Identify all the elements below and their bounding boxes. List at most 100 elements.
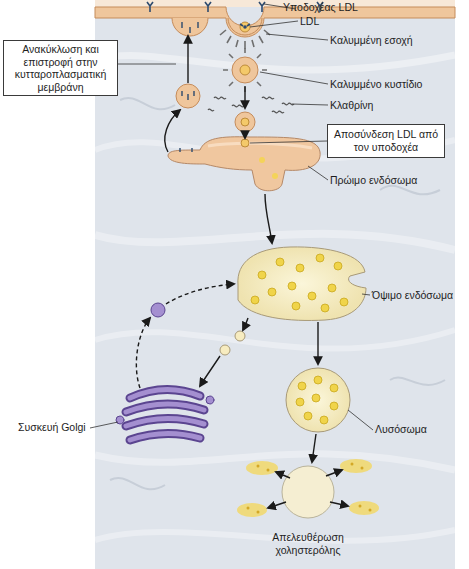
coated-vesicle <box>232 57 258 83</box>
pathway-arrow <box>326 470 342 476</box>
recycling-vesicle <box>182 22 198 33</box>
coated-pit <box>220 22 270 49</box>
transport-vesicle <box>235 331 245 341</box>
early-endosome <box>180 148 192 152</box>
cholesterol-release <box>247 507 250 510</box>
cholesterol-release <box>237 503 267 517</box>
part-label: Κλαθρίνη <box>330 99 373 112</box>
part-label: Συσκευή Golgi <box>18 421 86 434</box>
cholesterol-release <box>349 501 379 515</box>
pathway-arrow <box>265 194 272 243</box>
pathway-arrow <box>244 86 245 108</box>
golgi-apparatus <box>126 418 204 426</box>
pathway-arrow <box>330 502 348 506</box>
clathrin-fragments <box>214 97 226 99</box>
part-label: Απελευθέρωση χοληστερόλης <box>258 531 358 556</box>
golgi-apparatus <box>116 389 214 440</box>
golgi-apparatus <box>130 433 200 440</box>
cholesterol-release <box>247 463 372 514</box>
pathway-arrow <box>268 502 286 508</box>
pathway-arrow <box>200 356 220 386</box>
coated-pit <box>240 22 250 32</box>
lysosome <box>320 416 328 424</box>
cytoplasm-background <box>95 0 455 569</box>
lysosome <box>304 412 312 420</box>
pathway-arrow <box>312 434 316 462</box>
cholesterol-release <box>282 466 334 518</box>
cholesterol-release <box>361 467 364 470</box>
recycling-vesicle <box>176 84 200 108</box>
part-label: Λυσόσωμα <box>375 423 427 436</box>
cholesterol-release <box>257 465 260 468</box>
leader-line <box>260 72 328 84</box>
pathway-arrow <box>136 318 150 388</box>
golgi-apparatus <box>126 404 204 412</box>
lysosome <box>296 398 304 406</box>
clathrin-fragments <box>232 105 244 107</box>
late-endosome <box>251 296 259 304</box>
plasma-membrane <box>95 0 455 37</box>
coated-vesicle <box>223 48 267 92</box>
callout-box: Ανακύκλωση και επιστροφή στην κυτταροπλα… <box>3 40 118 96</box>
late-endosome <box>334 262 342 270</box>
cholesterol-release <box>257 511 260 514</box>
pathway-arrow <box>317 322 318 364</box>
recycling-vesicle <box>172 18 208 36</box>
box-text: Ανακύκλωση και επιστροφή στην κυτταροπλα… <box>8 43 113 93</box>
ldl-receptor <box>147 2 153 12</box>
callout-box: Αποσύνδεση LDL από τον υποδοχέα <box>327 124 445 158</box>
cytoplasm-background <box>95 234 455 250</box>
cholesterol-release <box>340 459 372 473</box>
golgi-apparatus <box>126 418 204 426</box>
uncoated-vesicle <box>235 112 255 132</box>
transport-vesicle <box>151 303 165 317</box>
pathway-arrow <box>165 110 180 152</box>
late-endosome <box>340 298 348 306</box>
late-endosome <box>251 254 348 312</box>
golgi-apparatus <box>130 389 200 398</box>
leader-line <box>90 422 118 428</box>
pathway-arrow <box>276 472 290 478</box>
part-label: Πρώιμο ενδόσωμα <box>330 174 417 187</box>
early-endosome <box>168 137 320 191</box>
part-label: Όψιμο ενδόσωμα <box>372 289 453 302</box>
transport-vesicle <box>220 345 230 355</box>
lysosome <box>312 394 320 402</box>
cytoplasm-background <box>390 378 445 385</box>
leader-line <box>266 34 328 40</box>
leader-line <box>362 294 370 295</box>
pathway-arrow <box>166 284 234 304</box>
late-endosome <box>276 258 284 266</box>
cholesterol-release <box>267 469 270 472</box>
early-endosome <box>241 139 249 147</box>
leader-line <box>118 64 176 65</box>
late-endosome <box>296 264 304 272</box>
leader-line <box>250 141 327 143</box>
clathrin-fragments <box>208 109 214 111</box>
late-endosome <box>238 247 366 321</box>
transport-vesicle <box>151 303 245 355</box>
clathrin-fragments <box>272 111 284 113</box>
part-label: LDL <box>300 15 319 28</box>
late-endosome <box>258 271 266 279</box>
cytoplasm-background <box>380 186 440 195</box>
pathway-arrow <box>136 36 348 508</box>
plasma-membrane <box>95 7 455 37</box>
leader-line <box>292 104 328 105</box>
cytoplasm-background <box>120 98 175 109</box>
late-endosome <box>308 292 316 300</box>
golgi-apparatus <box>126 389 204 440</box>
leader-line <box>308 166 328 180</box>
cytoplasm-background <box>95 55 455 70</box>
late-endosome <box>321 304 329 312</box>
early-endosome <box>259 157 265 163</box>
clathrin-fragments <box>208 97 294 113</box>
cytoplasm-background <box>95 0 455 569</box>
coated-vesicle <box>240 65 250 75</box>
box-text: Αποσύνδεση LDL από τον υποδοχέα <box>332 128 440 153</box>
cholesterol-release <box>237 459 379 518</box>
late-endosome <box>238 247 366 321</box>
ldl-receptor <box>259 2 265 12</box>
